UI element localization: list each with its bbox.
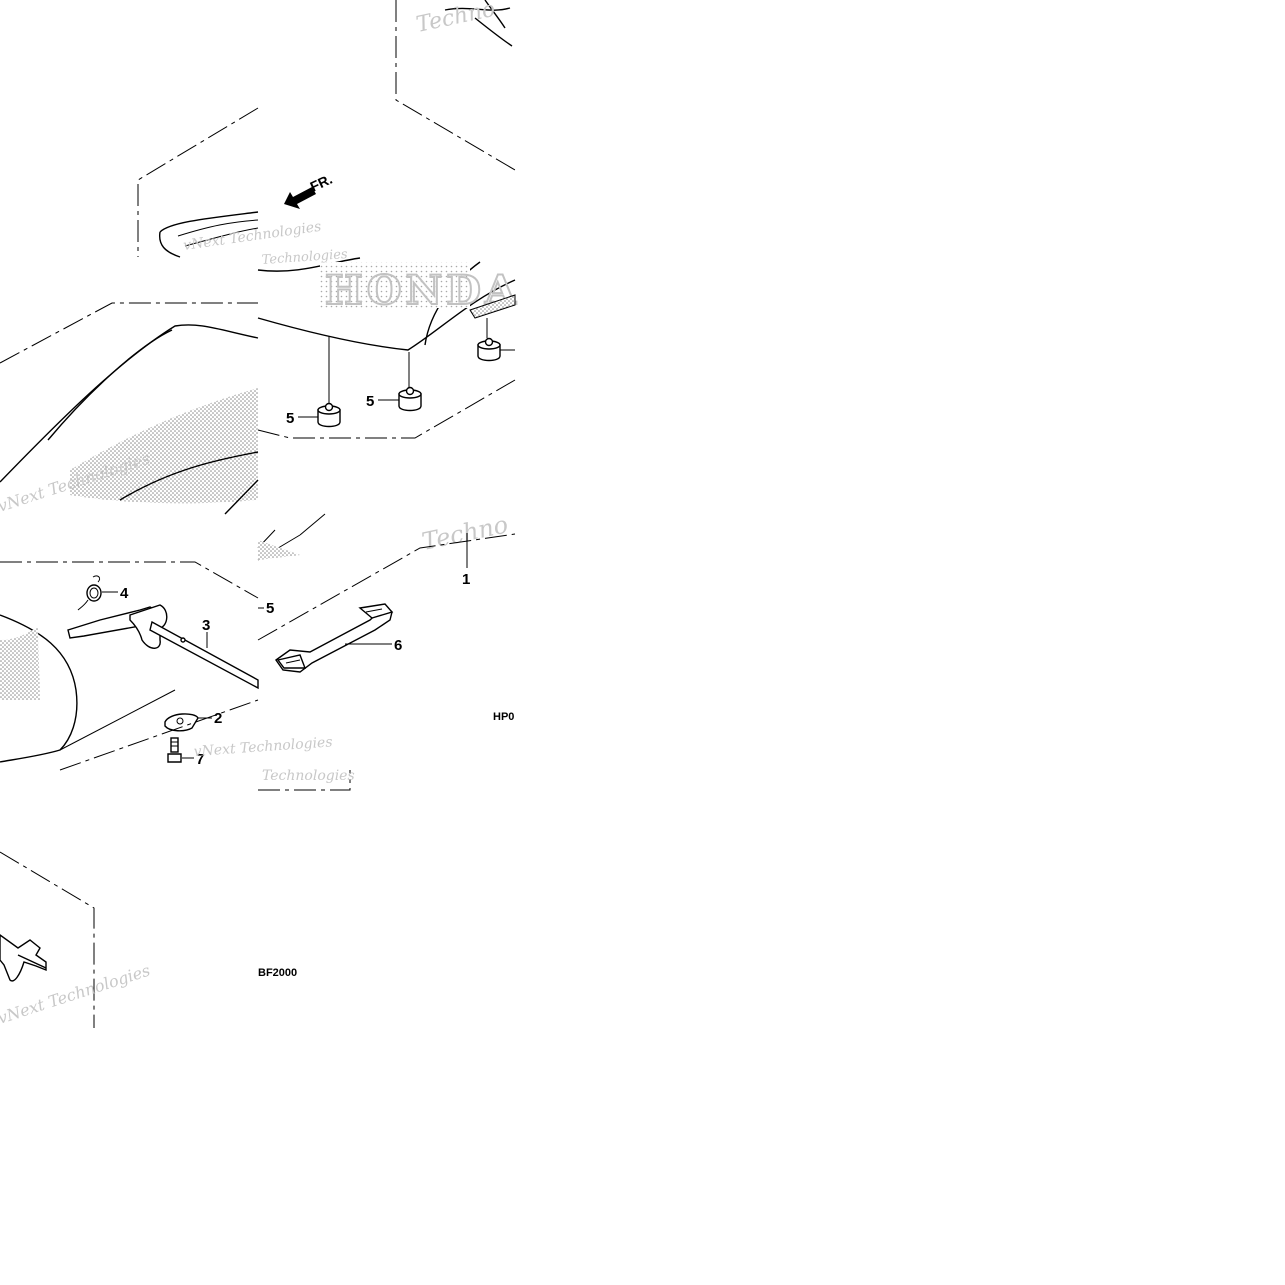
callout-4: 4 (120, 585, 129, 602)
seat-strap (275, 603, 394, 673)
brand-logo-shading (320, 262, 470, 308)
seat-trim (177, 219, 259, 237)
watermark: vNext Technologies (182, 219, 322, 254)
tile-center: HONDA 5 5 Technologies (257, 247, 517, 439)
seat-edge (444, 7, 511, 11)
frame-outline (258, 770, 351, 791)
callout-3: 3 (202, 617, 210, 634)
seat-latch (67, 604, 259, 690)
seat-shading (0, 628, 40, 700)
diagram-code: BF2000 (258, 967, 297, 979)
watermark: Techno (414, 0, 497, 38)
front-arrow-icon (284, 187, 316, 209)
rubber-cushion (477, 337, 501, 362)
seat-tail (159, 211, 259, 233)
tile-top-right: Techno FR. (284, 0, 516, 209)
rubber-cushion (317, 402, 341, 428)
seat-logo-shading (70, 388, 258, 504)
watermark: vNext Technologies (0, 961, 152, 1028)
callout-7: 7 (196, 751, 204, 768)
seat-trim (184, 227, 259, 247)
frame-outline (0, 561, 259, 599)
seat-contour (224, 479, 259, 515)
tile-top-left: vNext Technologies (137, 107, 322, 258)
seat-edge (474, 17, 513, 47)
frame-outline (137, 107, 259, 257)
callout-5-c: 5 (266, 600, 274, 617)
seat-bracket (469, 294, 516, 319)
callout-5-b: 5 (366, 393, 374, 410)
frame-outline (395, 0, 516, 171)
callout-6: 6 (394, 637, 402, 654)
seat-front (0, 614, 78, 763)
seat-top-edge (257, 257, 361, 272)
callout-5-a: 5 (286, 410, 294, 427)
spring-icon (77, 575, 102, 611)
seat-latch (0, 934, 47, 982)
watermark: Technologies (261, 247, 348, 268)
collar-plate (164, 713, 199, 732)
callout-1: 1 (462, 571, 470, 588)
frame-outline (0, 851, 95, 1028)
front-direction-label: FR. (308, 171, 335, 195)
seat-bottom-edge (257, 279, 516, 351)
bolt-icon (167, 737, 182, 763)
frame-outline (257, 533, 516, 641)
tile-bottom-left: vNext Technologies BF2000 (0, 851, 297, 1028)
callout-2: 2 (214, 710, 222, 727)
seat-corner (299, 513, 326, 536)
tile-middle-left: vNext Technologies (0, 302, 259, 516)
diagram-code: HP0 (493, 711, 514, 723)
frame-outline (0, 302, 258, 364)
frame-outline (257, 379, 516, 439)
seat-edge (484, 0, 506, 29)
seat-crease (47, 329, 173, 441)
rubber-cushion (398, 386, 422, 412)
seat-contour (119, 451, 259, 501)
watermark: vNext Technologies (193, 734, 333, 760)
watermark: Technologies (262, 768, 355, 784)
seat-corner-shading (258, 540, 300, 560)
seat-tail (158, 231, 181, 258)
watermark: Techno (419, 510, 510, 556)
seat-underside (59, 689, 176, 751)
